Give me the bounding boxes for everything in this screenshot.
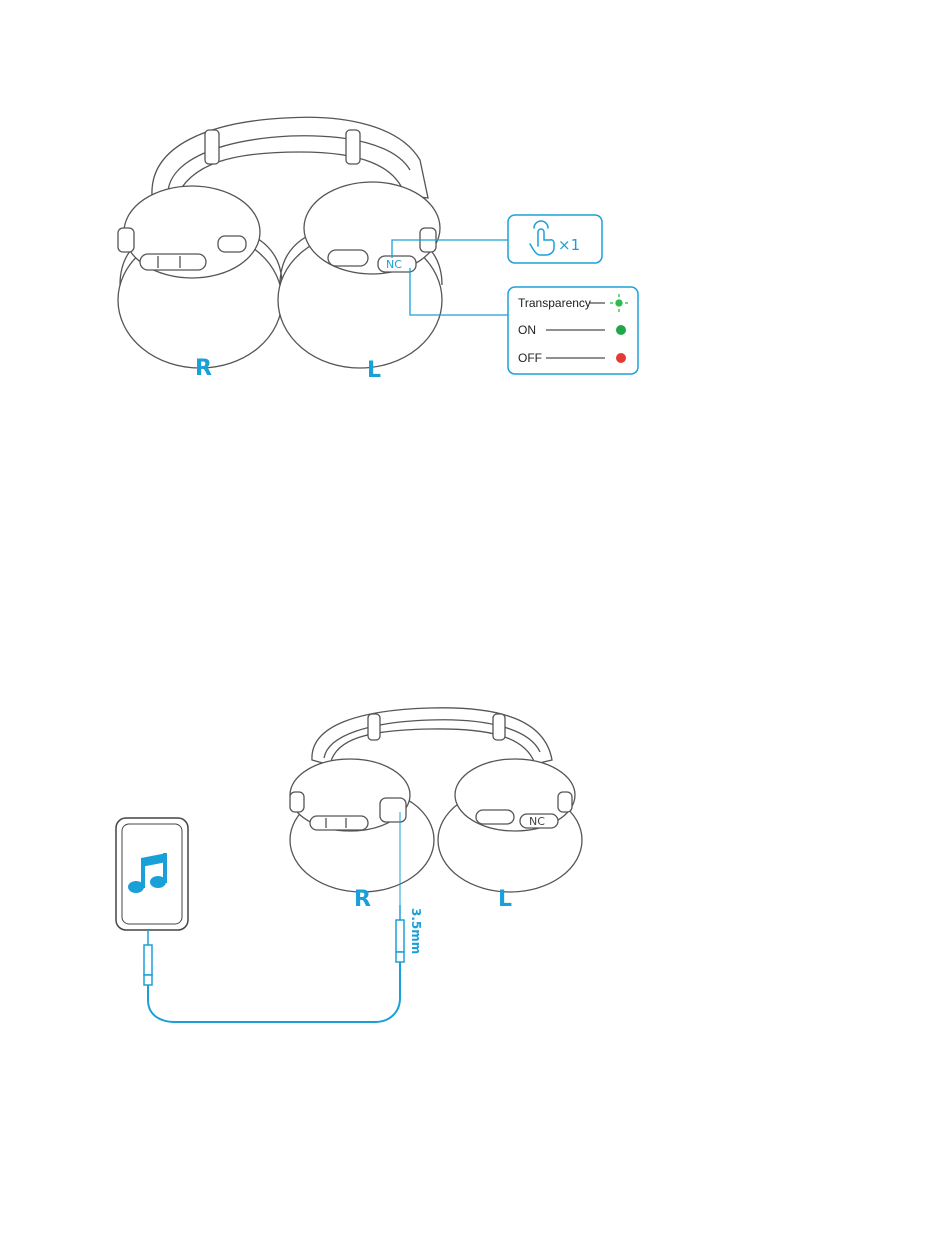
right-ear-label-2: R	[354, 887, 371, 912]
audio-cable	[148, 962, 400, 1022]
mode-indicator-box: Transparency ON OFF	[508, 287, 638, 374]
mode-transparency-label: Transparency	[518, 296, 591, 310]
figure-nc-mode: NC R L ×1 Transparency	[118, 117, 638, 383]
right-ear-label: R	[195, 356, 212, 381]
phone-plug	[144, 930, 152, 985]
nc-button-label: NC	[386, 258, 402, 271]
nc-button-label-2: NC	[529, 815, 545, 828]
left-ear-label: L	[367, 358, 381, 383]
figure-wired-connection: NC R L	[116, 708, 582, 1022]
headphones-wired: NC	[290, 708, 582, 892]
cable-size-label: 3.5mm	[409, 908, 423, 954]
headphones-top: NC	[118, 117, 442, 368]
tap-count: ×1	[558, 236, 580, 254]
tap-instruction-box: ×1	[508, 215, 602, 263]
on-indicator-dot	[616, 325, 626, 335]
off-indicator-dot	[616, 353, 626, 363]
mode-on-label: ON	[518, 323, 536, 337]
mode-off-label: OFF	[518, 351, 542, 365]
phone-device	[116, 818, 188, 930]
left-ear-label-2: L	[498, 887, 512, 912]
